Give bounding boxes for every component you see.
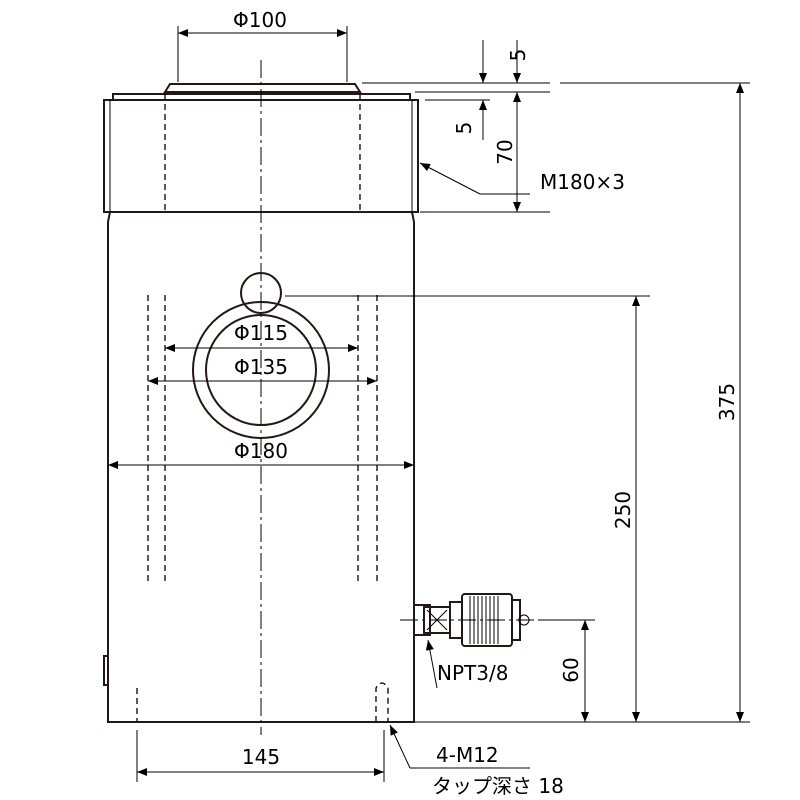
plunger-dia-label: Φ100 [233, 8, 287, 32]
coupler-port-label: NPT3/8 [437, 661, 508, 685]
dimension-lines [108, 26, 750, 782]
bolt-tap-label: 4-M12 [436, 743, 499, 767]
ring-dia-label: Φ135 [234, 355, 288, 379]
body-dia-label: Φ180 [234, 439, 288, 463]
total-height-label: 375 [715, 383, 739, 421]
oil-port [192, 272, 330, 439]
port-height-label: 250 [611, 491, 635, 529]
hidden-lines [136, 94, 389, 722]
inner-dia-label: Φ115 [234, 321, 288, 345]
bolt-pitch-label: 145 [242, 745, 280, 769]
coupler-height-label: 60 [559, 657, 583, 682]
nut-height-label: 70 [493, 139, 517, 164]
coupler [414, 593, 530, 647]
thread-label: M180×3 [540, 170, 625, 194]
top-gap-2-label: 5 [452, 122, 476, 135]
top-gap-1-label: 5 [506, 49, 530, 62]
tap-depth-label: タップ深さ 18 [432, 774, 564, 798]
